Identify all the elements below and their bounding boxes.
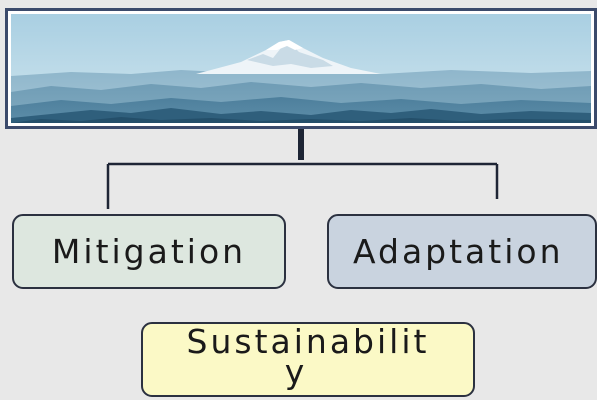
- mitigation-label: Mitigation: [51, 232, 247, 271]
- adaptation-node: Adaptation: [327, 214, 597, 289]
- sustainability-label-line2: y: [284, 352, 308, 391]
- adaptation-label: Adaptation: [353, 232, 564, 271]
- sustainability-node: Sustainabilit y: [141, 322, 475, 397]
- sustainability-label-line1: Sustainabilit: [186, 322, 430, 361]
- mountain-landscape-illustration: [11, 14, 591, 123]
- mitigation-node: Mitigation: [12, 214, 286, 289]
- mountain-landscape-image: [5, 8, 597, 129]
